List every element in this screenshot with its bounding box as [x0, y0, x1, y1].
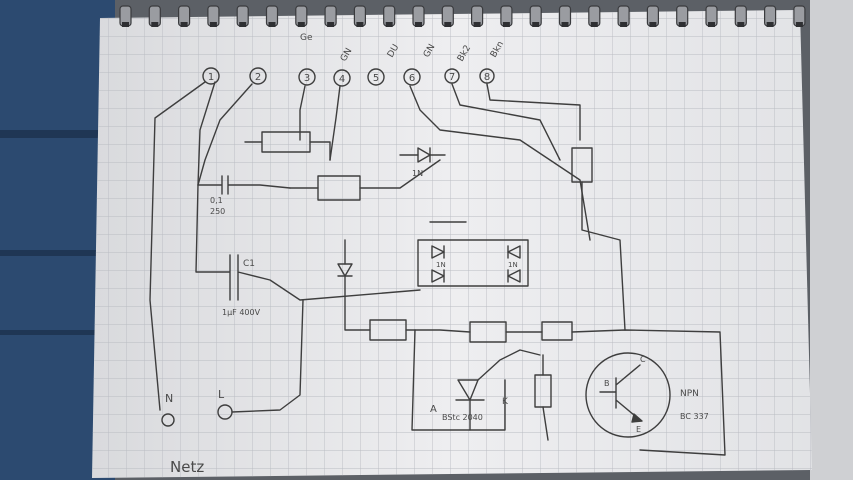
c1-rating-label: 1µF 400V — [222, 308, 261, 317]
thyristor-cathode-label: K — [502, 397, 509, 407]
thyristor-anode-label: A — [430, 404, 437, 415]
transistor-type-label: NPN — [680, 389, 699, 399]
notebook-page — [92, 10, 812, 478]
terminal-circles — [202, 67, 495, 87]
c1-label: C1 — [243, 259, 255, 269]
terminal-number-6: 6 — [409, 73, 415, 84]
diode-label-right: 1N — [508, 261, 518, 269]
diode-bridge — [417, 221, 529, 287]
terminal-number-7: 7 — [449, 72, 455, 83]
mains-l-label: L — [218, 388, 225, 401]
transistor-pin-b: B — [604, 379, 610, 388]
transistor-circle — [585, 352, 671, 438]
diode-label-top: 1N — [412, 169, 423, 178]
transistor-part-label: BC 337 — [680, 412, 709, 421]
mains-n-label: N — [165, 392, 173, 405]
spiral-binding — [119, 5, 806, 27]
terminal-number-8: 8 — [484, 72, 490, 83]
terminal-number-5: 5 — [373, 73, 379, 84]
terminal-n — [161, 413, 175, 427]
terminal-number-3: 3 — [304, 73, 310, 84]
transistor-pin-c: C — [640, 355, 646, 364]
cap-value-label: 0,1 — [210, 196, 223, 205]
terminal-number-2: 2 — [255, 72, 261, 83]
transistor-pin-e: E — [636, 425, 641, 434]
terminal-number-1: 1 — [208, 72, 214, 83]
resistor-lower-3 — [541, 321, 573, 341]
terminal-numbers: 1 2 3 4 5 6 7 8 — [208, 72, 490, 85]
wire-color-label-1: Ge — [300, 33, 313, 43]
terminal-number-4: 4 — [339, 74, 345, 85]
diode-label-left: 1N — [436, 261, 446, 269]
netz-caption: Netz — [170, 458, 204, 476]
circuit-drawing — [149, 67, 726, 456]
cap-voltage-label: 250 — [210, 207, 225, 216]
thyristor-part-label: BStc 2040 — [442, 413, 483, 422]
